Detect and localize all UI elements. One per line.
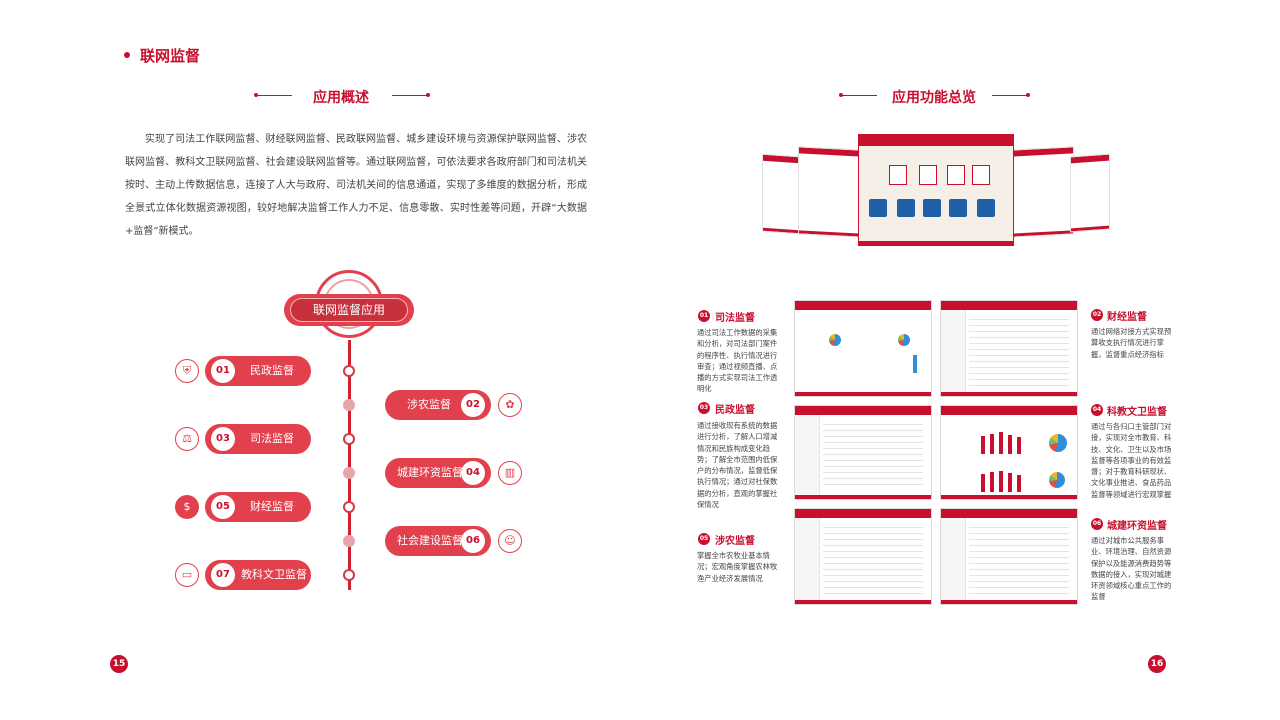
feature-description: 通过网络对接方式实现预算收支执行情况进行掌握，监督重点经济指标 — [1091, 327, 1172, 359]
screenshot-thumbnail — [1012, 146, 1074, 238]
feature-title: 城建环资监督 — [1107, 521, 1167, 532]
item-label: 社会建设监督 — [397, 534, 463, 547]
diagram-item-07[interactable]: 07 教科文卫监督 — [205, 560, 311, 590]
item-label: 教科文卫监督 — [241, 568, 307, 581]
feature-description: 通过对城市公共服务事业、环境治理、自然资源保护以及能源消费趋势等数据的接入，实现… — [1091, 536, 1172, 602]
main-app-screenshot — [858, 134, 1014, 246]
diagram-item-01[interactable]: 01 民政监督 — [205, 356, 311, 386]
shield-icon: ⛨ — [175, 359, 199, 383]
screenshot-urban-environment — [940, 508, 1078, 605]
item-label: 财经监督 — [250, 500, 294, 513]
screenshot-thumbnail — [1070, 153, 1110, 233]
item-number: 05 — [211, 495, 235, 519]
functions-title: 应用功能总览 — [892, 90, 976, 106]
header-dot-left — [839, 93, 843, 97]
feature-title: 科教文卫监督 — [1107, 407, 1167, 418]
diagram-center-label: 联网监督应用 — [290, 298, 408, 322]
feature-description: 通过与各归口主管部门对接，实现对全市教育、科技、文化、卫生以及市场监督等各项事业… — [1091, 422, 1172, 499]
screenshot-civil-affairs — [794, 405, 932, 500]
section-bullet — [124, 52, 130, 58]
item-number: 02 — [461, 393, 485, 417]
feature-number: 03 — [698, 402, 710, 414]
diagram-node — [343, 501, 355, 513]
feature-title: 民政监督 — [715, 405, 755, 416]
header-dot-right — [1026, 93, 1030, 97]
book-icon: ▭ — [175, 563, 199, 587]
diagram-item-06[interactable]: 社会建设监督 06 — [385, 526, 491, 556]
header-dot-right — [426, 93, 430, 97]
page-number-right: 16 — [1148, 655, 1166, 673]
diagram-item-04[interactable]: 城建环资监督 04 — [385, 458, 491, 488]
diagram-node — [343, 365, 355, 377]
overview-paragraph: 实现了司法工作联网监督、财经联网监督、民政联网监督、城乡建设环境与资源保护联网监… — [125, 134, 587, 237]
header-line-left — [841, 95, 877, 96]
item-label: 司法监督 — [250, 432, 294, 445]
feature-number: 04 — [1091, 404, 1103, 416]
screenshot-thumbnail — [762, 153, 800, 235]
screenshot-education — [940, 405, 1078, 500]
diagram-item-03[interactable]: 03 司法监督 — [205, 424, 311, 454]
money-bag-icon: $ — [175, 495, 199, 519]
screenshot-agriculture — [794, 508, 932, 605]
feature-number: 01 — [698, 310, 710, 322]
section-title: 联网监督 — [140, 47, 201, 65]
scales-icon: ⚖ — [175, 427, 199, 451]
diagram-node — [343, 569, 355, 581]
diagram-spine — [348, 340, 351, 590]
feature-description: 掌握全市农牧业基本情况；宏观角度掌握农林牧渔产业经济发展情况 — [697, 551, 778, 583]
item-number: 07 — [211, 563, 235, 587]
header-line-right — [992, 95, 1028, 96]
item-number: 01 — [211, 359, 235, 383]
feature-description: 通过司法工作数据的采集和分析，对司法部门案件的程序性、执行情况进行审查；通过视频… — [697, 328, 778, 394]
overview-title: 应用概述 — [313, 90, 369, 106]
feature-number: 06 — [1091, 518, 1103, 530]
diagram-node — [343, 467, 355, 479]
diagram-node — [343, 433, 355, 445]
feature-number: 02 — [1091, 309, 1103, 321]
page-number-left: 15 — [110, 655, 128, 673]
item-number: 04 — [461, 461, 485, 485]
wheat-icon: ✿ — [498, 393, 522, 417]
header-line-right — [392, 95, 428, 96]
item-label: 涉农监督 — [407, 398, 451, 411]
item-number: 06 — [461, 529, 485, 553]
item-label: 城建环资监督 — [397, 466, 463, 479]
feature-title: 涉农监督 — [715, 536, 755, 547]
header-dot-left — [254, 93, 258, 97]
feature-title: 司法监督 — [715, 313, 755, 324]
diagram-node — [343, 399, 355, 411]
header-line-left — [256, 95, 292, 96]
feature-number: 05 — [698, 533, 710, 545]
screenshot-judicial — [794, 300, 932, 397]
people-icon: ☺ — [498, 529, 522, 553]
item-label: 民政监督 — [250, 364, 294, 377]
feature-title: 财经监督 — [1107, 312, 1147, 323]
diagram-item-02[interactable]: 涉农监督 02 — [385, 390, 491, 420]
building-icon: ▥ — [498, 461, 522, 485]
diagram-node — [343, 535, 355, 547]
diagram-item-05[interactable]: 05 财经监督 — [205, 492, 311, 522]
screenshot-finance — [940, 300, 1078, 397]
item-number: 03 — [211, 427, 235, 451]
feature-description: 通过接收现有系统的数据进行分析，了解人口增减情况和民族构成变化趋势；了解全市范围… — [697, 421, 778, 510]
screenshot-thumbnail — [798, 146, 862, 238]
